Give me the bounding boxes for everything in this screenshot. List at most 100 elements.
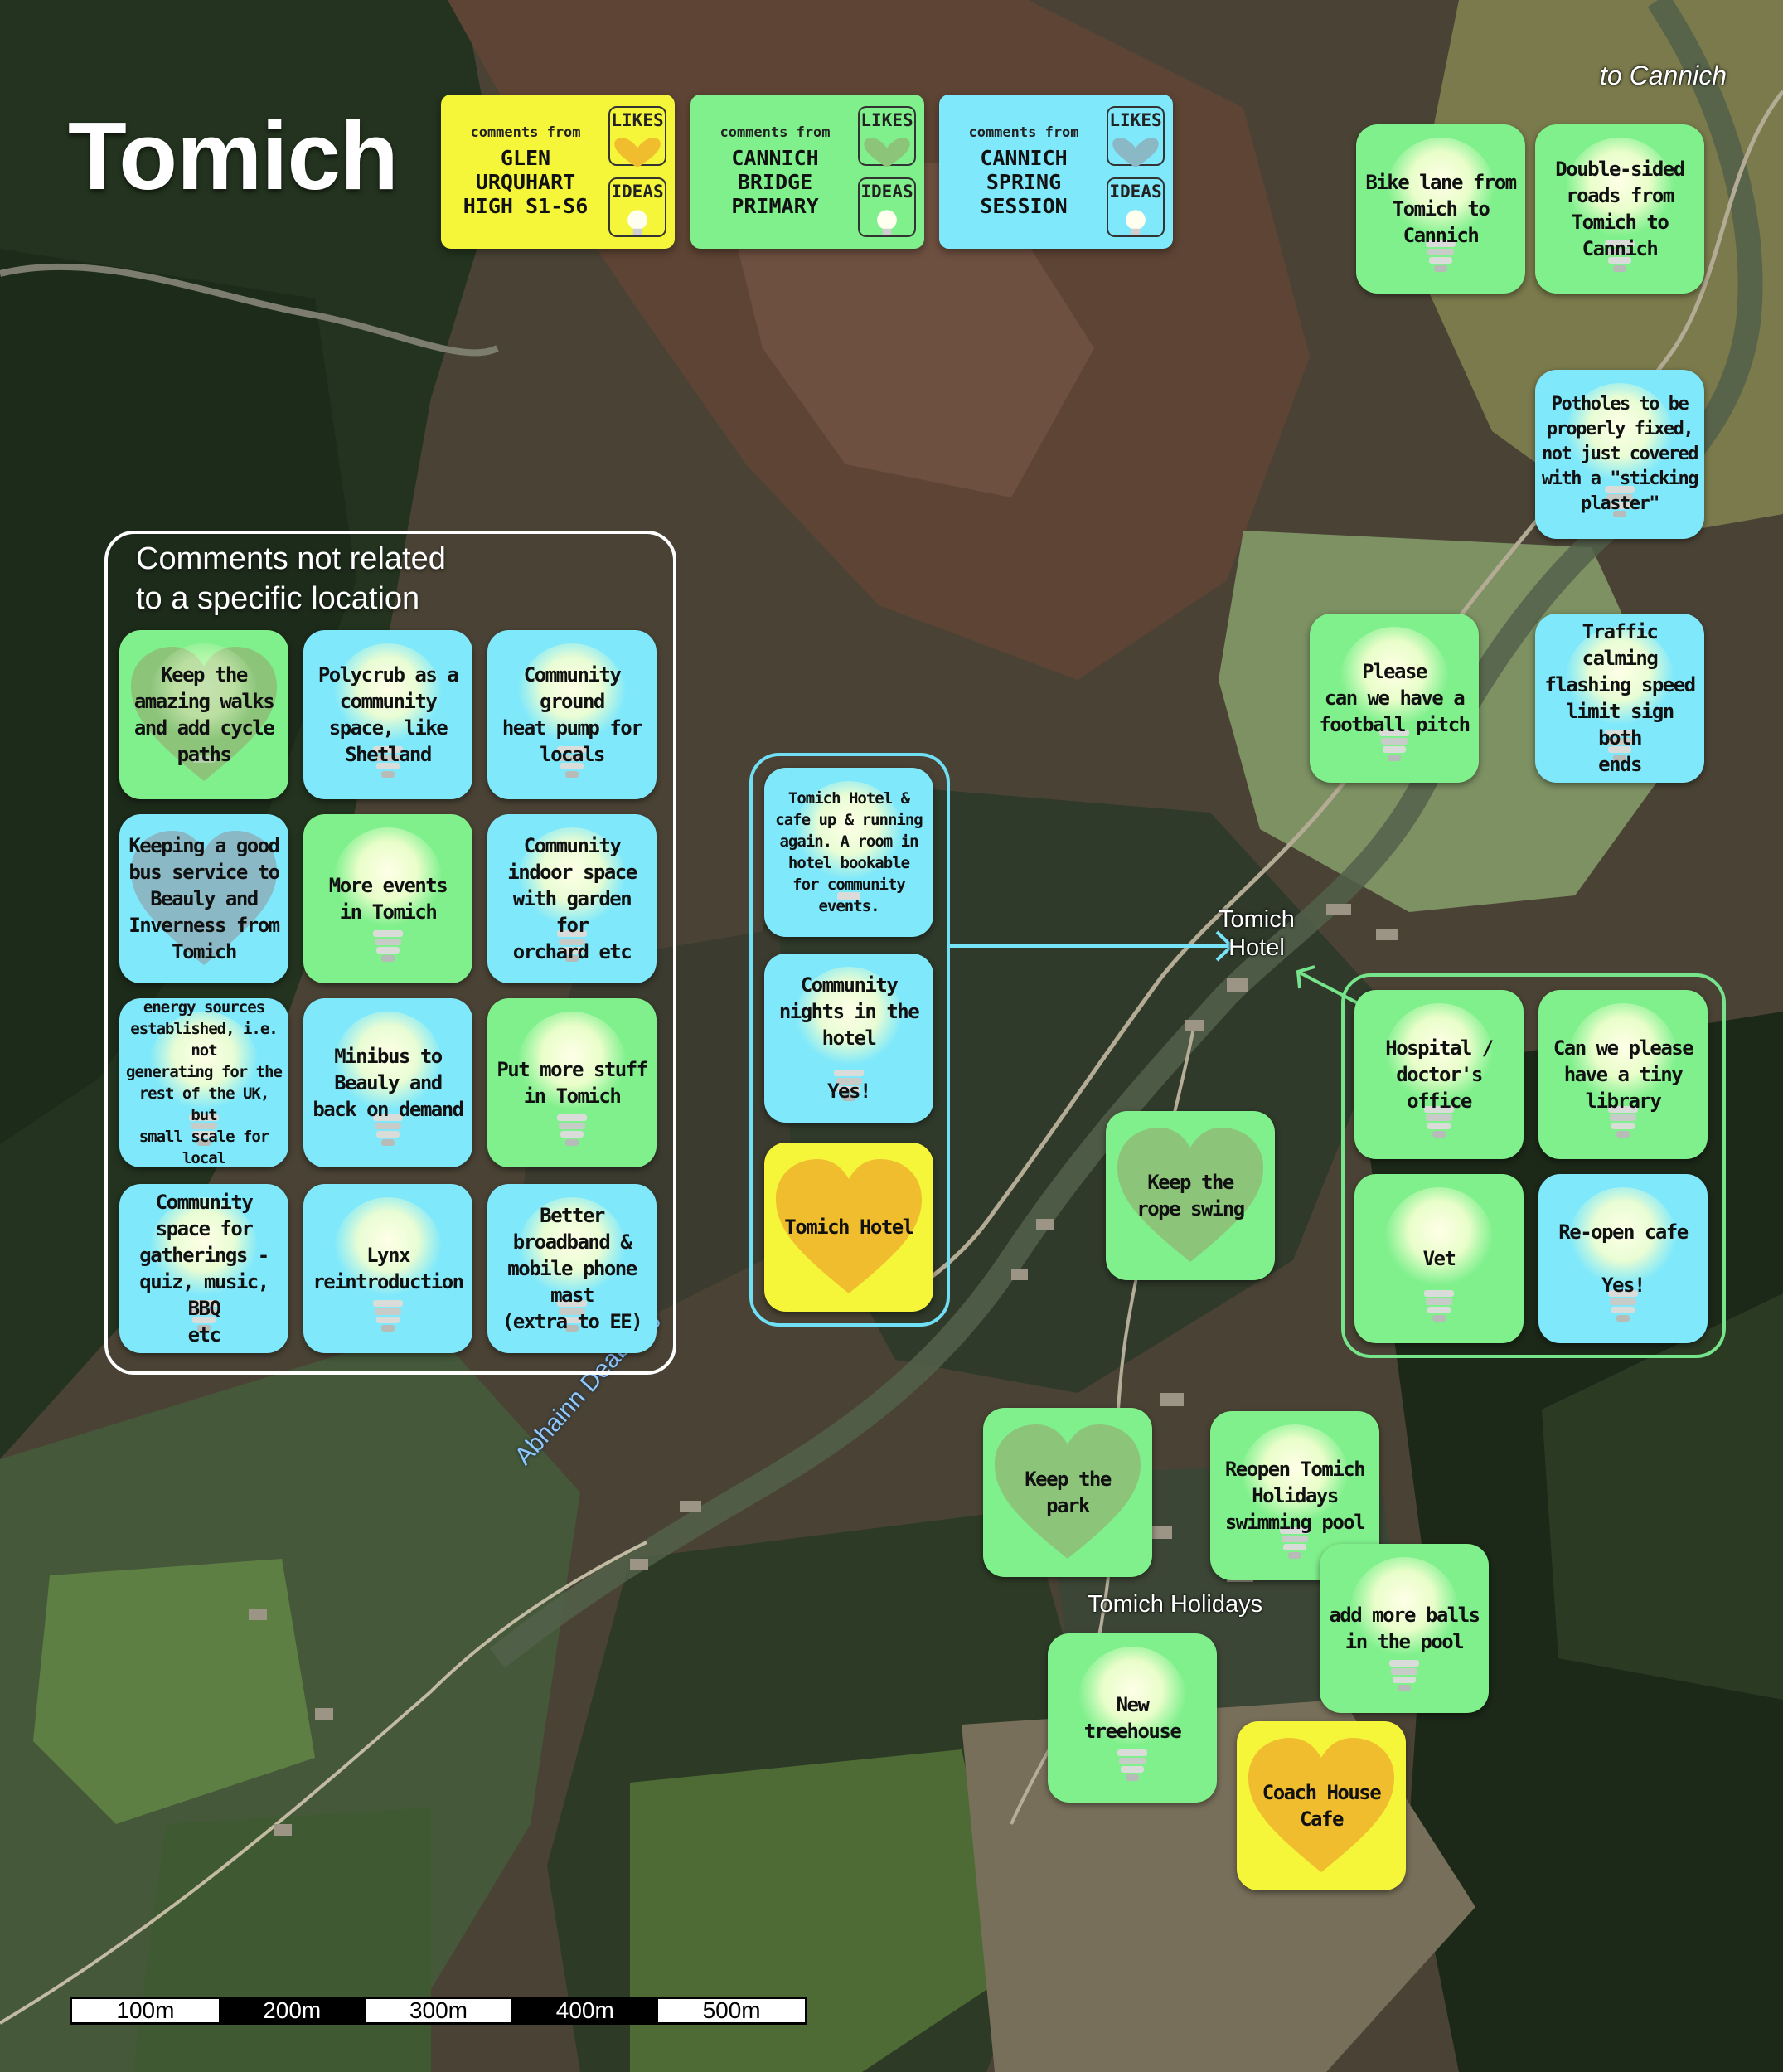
direction-label: to Cannich xyxy=(1600,61,1727,90)
idea-card[interactable]: Community space for gatherings - quiz, m… xyxy=(119,1184,288,1353)
card-text: Bike lane from Tomich to Cannich xyxy=(1365,171,1517,247)
lightbulb-icon xyxy=(877,210,897,235)
idea-card[interactable]: Community nights in the hotel Yes! xyxy=(764,954,933,1123)
card-text: Tomich Hotel & cafe up & running again. … xyxy=(775,789,923,915)
lightbulb-icon xyxy=(1386,138,1495,272)
lightbulb-icon xyxy=(149,1012,259,1146)
hotel-comments-frame xyxy=(1341,973,1726,1358)
heart-icon xyxy=(131,831,277,965)
heart-icon xyxy=(776,1159,922,1293)
legend-ideas-label: IDEAS xyxy=(1109,182,1162,201)
like-card[interactable]: Coach House Cafe xyxy=(1237,1721,1406,1890)
idea-card[interactable]: Better broadband & mobile phone mast (ex… xyxy=(487,1184,657,1353)
lightbulb-icon xyxy=(1349,1557,1459,1691)
card-text: Keeping a good bus service to Beauly and… xyxy=(128,834,280,963)
like-card[interactable]: Keep the park xyxy=(983,1408,1152,1577)
card-text: Better broadband & mobile phone mast (ex… xyxy=(501,1204,643,1333)
heart-icon xyxy=(864,138,910,168)
card-text: New treehouse xyxy=(1083,1693,1182,1743)
card-text: Traffic calming flashing speed limit sig… xyxy=(1544,620,1696,776)
lightbulb-icon xyxy=(1568,1187,1678,1322)
hotel-comments-frame xyxy=(749,753,950,1327)
idea-card[interactable]: Bike lane from Tomich to Cannich xyxy=(1356,124,1525,294)
idea-card[interactable]: Potholes to be properly fixed, not just … xyxy=(1535,370,1704,539)
lightbulb-icon xyxy=(149,643,259,763)
legend-likes-label: LIKES xyxy=(1109,110,1162,130)
heart-icon xyxy=(995,1424,1141,1559)
scale-label: 500m xyxy=(658,1997,805,2023)
idea-card[interactable]: Vet xyxy=(1354,1174,1524,1343)
lightbulb-icon xyxy=(517,643,627,778)
lightbulb-icon xyxy=(149,1197,259,1332)
idea-card[interactable]: Please can we have a football pitch xyxy=(1310,614,1479,783)
place-label-hotel: Tomich Hotel xyxy=(1219,906,1295,961)
card-text: Community nights in the hotel Yes! xyxy=(778,973,920,1103)
idea-card[interactable]: add more balls in the pool xyxy=(1320,1544,1489,1713)
card-text: Tomich Hotel xyxy=(784,1216,914,1239)
card-text: Potholes to be properly fixed, not just … xyxy=(1542,394,1698,514)
card-text: Keep the amazing walks and add cycle pat… xyxy=(133,663,275,766)
idea-card[interactable]: Double-sided roads from Tomich to Cannic… xyxy=(1535,124,1704,294)
scale-label: 200m xyxy=(218,1997,366,2023)
legend-likes: LIKES xyxy=(608,106,666,168)
like-card[interactable]: Keep the rope swing xyxy=(1106,1111,1275,1280)
idea-card[interactable]: Re-open cafe Yes! xyxy=(1538,1174,1708,1343)
idea-card[interactable]: Community green energy sources establish… xyxy=(119,998,288,1167)
idea-card[interactable]: Can we please have a tiny library xyxy=(1538,990,1708,1159)
unlocated-comments-heading: Comments not related to a specific locat… xyxy=(136,541,446,616)
like-card[interactable]: Tomich Hotel xyxy=(764,1143,933,1312)
legend-group: CANNICH SPRING SESSION xyxy=(980,146,1068,218)
idea-card[interactable]: Hospital / doctor's office xyxy=(1354,990,1524,1159)
idea-card[interactable]: Tomich Hotel & cafe up & running again. … xyxy=(764,768,933,937)
place-label-holidays: Tomich Holidays xyxy=(1088,1591,1263,1618)
legend-likes-label: LIKES xyxy=(860,110,913,130)
heart-icon xyxy=(1117,1128,1263,1262)
idea-card[interactable]: Community ground heat pump for locals xyxy=(487,630,657,799)
card-text: Please can we have a football pitch xyxy=(1319,660,1470,736)
card-text: Minibus to Beauly and back on demand xyxy=(313,1045,464,1121)
like-card[interactable]: Keep the amazing walks and add cycle pat… xyxy=(119,630,288,799)
card-text: Community space for gatherings - quiz, m… xyxy=(139,1191,269,1347)
card-text: Lynx reintroduction xyxy=(313,1244,464,1293)
idea-card[interactable]: New treehouse xyxy=(1048,1633,1217,1803)
legend-cannich-spring: comments from CANNICH SPRING SESSION LIK… xyxy=(939,95,1173,249)
heart-icon xyxy=(1112,138,1159,168)
legend-group: GLEN URQUHART HIGH S1-S6 xyxy=(463,146,589,218)
idea-card[interactable]: Minibus to Beauly and back on demand xyxy=(303,998,472,1167)
lightbulb-icon xyxy=(517,1197,627,1332)
legend-from: comments from xyxy=(470,124,581,141)
legend-likes-label: LIKES xyxy=(611,110,664,130)
lightbulb-icon xyxy=(1078,1647,1187,1781)
like-card[interactable]: Keeping a good bus service to Beauly and… xyxy=(119,814,288,983)
lightbulb-icon xyxy=(1568,1003,1678,1138)
idea-card[interactable]: Reopen Tomich Holidays swimming pool xyxy=(1210,1411,1379,1580)
scale-label: 400m xyxy=(511,1997,659,2023)
lightbulb-icon xyxy=(333,1197,443,1332)
idea-card[interactable]: Community indoor space with garden for o… xyxy=(487,814,657,983)
idea-card[interactable]: Polycrub as a community space, like Shet… xyxy=(303,630,472,799)
lightbulb-icon xyxy=(1565,138,1674,272)
lightbulb-icon xyxy=(1384,1187,1494,1322)
unlocated-comments-frame xyxy=(104,531,676,1375)
lightbulb-icon xyxy=(1565,627,1674,761)
idea-card[interactable]: More events in Tomich xyxy=(303,814,472,983)
legend-from: comments from xyxy=(719,124,831,141)
lightbulb-icon xyxy=(794,781,904,900)
lightbulb-icon xyxy=(1340,627,1449,761)
idea-card[interactable]: Lynx reintroduction xyxy=(303,1184,472,1353)
idea-card[interactable]: Put more stuff in Tomich xyxy=(487,998,657,1167)
card-text: add more balls in the pool xyxy=(1329,1604,1480,1653)
lightbulb-icon xyxy=(1126,210,1146,235)
legend-from: comments from xyxy=(968,124,1079,141)
scale-bar: 100m 200m 300m 400m 500m xyxy=(70,1997,807,2025)
lightbulb-icon xyxy=(517,827,627,962)
card-text: Community green energy sources establish… xyxy=(126,998,283,1167)
lightbulb-icon xyxy=(1565,383,1674,517)
lightbulb-icon xyxy=(333,1012,443,1146)
idea-card[interactable]: Traffic calming flashing speed limit sig… xyxy=(1535,614,1704,783)
hotel-pointer-arrow xyxy=(950,930,1234,962)
card-text: Put more stuff in Tomich xyxy=(497,1058,648,1108)
card-text: Vet xyxy=(1422,1247,1456,1270)
card-text: Community indoor space with garden for o… xyxy=(507,834,637,963)
